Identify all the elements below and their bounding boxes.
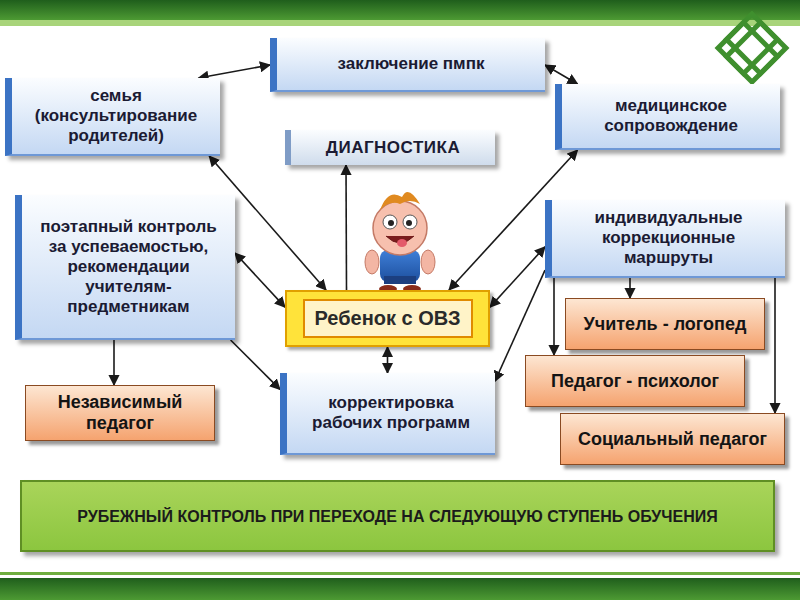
box-label: Учитель - логопед <box>584 314 747 335</box>
box-label: корректировка рабочих программ <box>295 393 487 433</box>
connector-arrow <box>545 65 578 84</box>
process-box: заключение пмпк <box>270 38 545 92</box>
summary-band: РУБЕЖНЫЙ КОНТРОЛЬ ПРИ ПЕРЕХОДЕ НА СЛЕДУЮ… <box>20 480 775 552</box>
connector-arrow <box>629 278 631 298</box>
box-label: Социальный педагог <box>578 429 767 450</box>
logo <box>718 14 786 82</box>
box-label: Педагог - психолог <box>551 371 719 392</box>
connector-arrow <box>490 247 545 307</box>
process-box: индивидуальные коррекционные маршруты <box>545 200 785 278</box>
box-label: РУБЕЖНЫЙ КОНТРОЛЬ ПРИ ПЕРЕХОДЕ НА СЛЕДУЮ… <box>77 506 717 527</box>
process-box: поэтапный контроль за успеваемостью, рек… <box>15 195 235 340</box>
box-label: заключение пмпк <box>338 54 485 74</box>
top-bar <box>0 0 800 20</box>
box-label: Независимый педагог <box>34 392 206 434</box>
top-strip <box>0 20 800 26</box>
box-label: медицинское сопровождение <box>570 96 772 136</box>
connector-arrow <box>345 165 347 290</box>
box-label: Ребенок с ОВЗ <box>303 299 473 338</box>
box-label: семья (консультирование родителей) <box>20 86 212 146</box>
connector-arrow <box>553 278 555 355</box>
child-figure <box>365 192 435 293</box>
connector-arrow <box>199 65 271 78</box>
box-label: ДИАГНОСТИКА <box>326 138 460 158</box>
heading-box: ДИАГНОСТИКА <box>285 130 495 165</box>
connector-arrow <box>387 347 389 373</box>
process-box: семья (консультирование родителей) <box>5 78 220 156</box>
connector-arrow <box>235 253 285 307</box>
bottom-bar <box>0 578 800 600</box>
specialist-box: Учитель - логопед <box>565 298 765 350</box>
connector-arrow <box>113 340 115 385</box>
connector-arrow <box>774 278 776 413</box>
process-box: медицинское сопровождение <box>555 84 780 150</box>
center-box: Ребенок с ОВЗ <box>285 290 490 347</box>
box-label: индивидуальные коррекционные маршруты <box>560 208 777 268</box>
connector-arrow <box>231 340 280 389</box>
specialist-box: Независимый педагог <box>25 385 215 441</box>
specialist-box: Социальный педагог <box>560 413 785 465</box>
box-label: поэтапный контроль за успеваемостью, рек… <box>30 217 227 317</box>
specialist-box: Педагог - психолог <box>525 355 745 407</box>
process-box: корректировка рабочих программ <box>280 373 495 455</box>
bottom-line <box>0 572 800 575</box>
